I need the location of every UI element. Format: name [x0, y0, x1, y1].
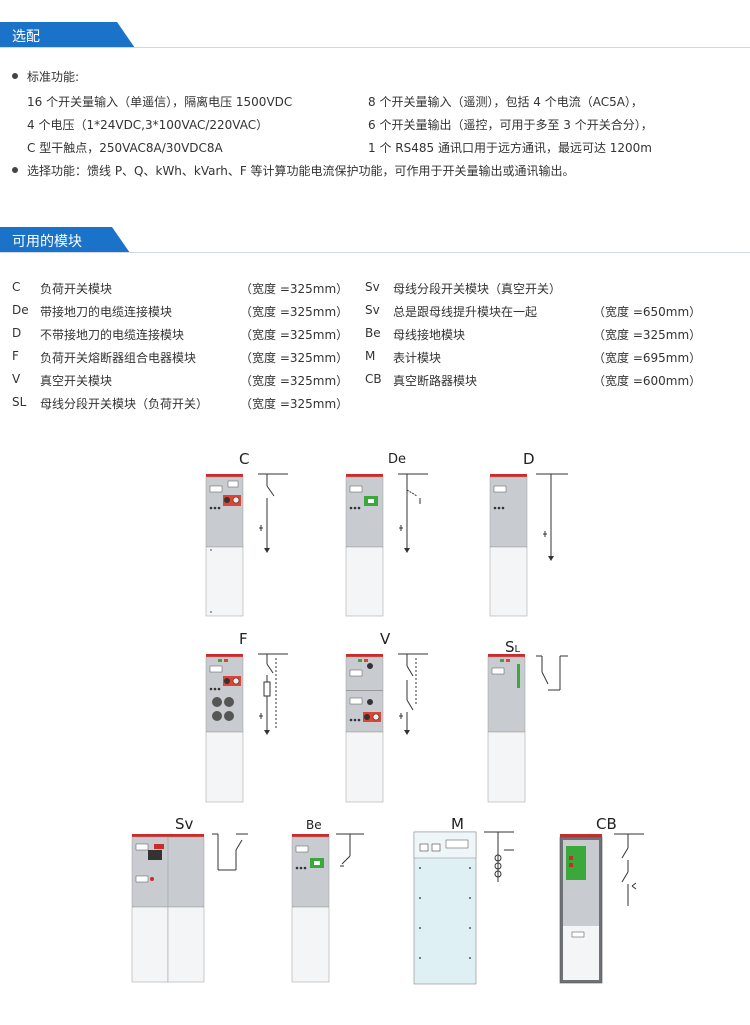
options-title: 选配 — [12, 29, 40, 45]
module-code: F — [12, 349, 19, 363]
module-width: （宽度 =325mm） — [240, 397, 349, 411]
bullet-icon — [12, 73, 18, 79]
label-f: F — [239, 630, 248, 648]
label-d: D — [523, 450, 535, 468]
label-sl-main: S — [505, 638, 515, 656]
module-row: Be 母线接地模块 （宽度 =325mm） — [365, 326, 705, 346]
banner-divider — [0, 252, 750, 253]
optional-functions: 选择功能：馈线 P、Q、kWh、kVarh、F 等计算功能电流保护功能，可作用于… — [27, 164, 575, 178]
module-code: Sv — [365, 280, 380, 294]
module-name: 不带接地刀的电缆连接模块 — [40, 328, 185, 342]
module-width: （宽度 =600mm） — [593, 374, 702, 388]
module-name: 负荷开关熔断器组合电器模块 — [40, 351, 197, 365]
module-name: 母线接地模块 — [393, 328, 466, 342]
standard-left-2: 4 个电压（1*24VDC,3*100VAC/220VAC） — [27, 118, 269, 132]
label-be: Be — [306, 818, 322, 832]
banner-divider — [0, 47, 750, 48]
standard-left-1: 16 个开关量输入（单遥信），隔离电压 1500VDC — [27, 95, 293, 109]
label-c: C — [239, 450, 250, 468]
module-name: 负荷开关模块 — [40, 282, 113, 296]
module-row: C 负荷开关模块 （宽度 =325mm） — [12, 280, 352, 300]
module-row: Sv 母线分段开关模块（真空开关） — [365, 280, 705, 300]
module-width: （宽度 =650mm） — [593, 305, 702, 319]
module-code: Sv — [365, 303, 380, 317]
panel-c — [205, 473, 288, 617]
module-name: 母线分段开关模块（真空开关） — [393, 282, 562, 296]
options-banner: 选配 — [0, 22, 750, 48]
label-sl-sub: L — [514, 644, 521, 655]
module-row: F 负荷开关熔断器组合电器模块 （宽度 =325mm） — [12, 349, 352, 369]
bullet-icon — [12, 167, 18, 173]
standard-right-1: 8 个开关量输入（遥测），包括 4 个电流（AC5A）， — [368, 95, 643, 109]
module-width: （宽度 =325mm） — [240, 282, 349, 296]
label-sl: SL — [505, 638, 520, 656]
modules-title: 可用的模块 — [12, 234, 82, 250]
panel-sl — [487, 654, 568, 803]
module-row: V 真空开关模块 （宽度 =325mm） — [12, 372, 352, 392]
module-name: 带接地刀的电缆连接模块 — [40, 305, 173, 319]
panel-d — [489, 473, 568, 617]
module-code: CB — [365, 372, 382, 386]
panel-sv — [131, 833, 248, 983]
label-de: De — [388, 452, 407, 467]
module-row: SL 母线分段开关模块（负荷开关） （宽度 =325mm） — [12, 395, 352, 415]
standard-right-2: 6 个开关量输出（遥控，可用于多至 3 个开关合分）， — [368, 118, 653, 132]
options-banner-bar: 选配 — [0, 22, 135, 48]
module-name: 表计模块 — [393, 351, 442, 365]
panel-v — [345, 653, 428, 803]
module-width: （宽度 =325mm） — [240, 305, 349, 319]
module-width: （宽度 =325mm） — [593, 328, 702, 342]
module-row: D 不带接地刀的电缆连接模块 （宽度 =325mm） — [12, 326, 352, 346]
module-row: M 表计模块 （宽度 =695mm） — [365, 349, 705, 369]
module-code: De — [12, 303, 29, 317]
module-code: Be — [365, 326, 381, 340]
module-name: 真空断路器模块 — [393, 374, 478, 388]
modules-banner-bar: 可用的模块 — [0, 227, 130, 253]
module-name: 母线分段开关模块（负荷开关） — [40, 397, 209, 411]
module-width: （宽度 =325mm） — [240, 374, 349, 388]
module-row: De 带接地刀的电缆连接模块 （宽度 =325mm） — [12, 303, 352, 323]
module-code: M — [365, 349, 376, 363]
panel-de — [345, 473, 428, 617]
standard-title: 标准功能: — [27, 70, 80, 84]
module-row: Sv 总是跟母线提升模块在一起 （宽度 =650mm） — [365, 303, 705, 323]
modules-banner: 可用的模块 — [0, 227, 750, 253]
label-cb: CB — [596, 815, 617, 833]
module-width: （宽度 =695mm） — [593, 351, 702, 365]
module-row: CB 真空断路器模块 （宽度 =600mm） — [365, 372, 705, 392]
module-code: V — [12, 372, 21, 386]
module-name: 真空开关模块 — [40, 374, 113, 388]
standard-right-3: 1 个 RS485 通讯口用于远方通讯，最远可达 1200m — [368, 141, 652, 155]
module-width: （宽度 =325mm） — [240, 351, 349, 365]
module-name: 总是跟母线提升模块在一起 — [393, 305, 538, 319]
standard-left-3: C 型干触点，250VAC8A/30VDC8A — [27, 141, 223, 155]
panel-be — [291, 833, 364, 983]
panel-f — [205, 653, 288, 803]
panel-cb — [559, 833, 644, 984]
module-code: SL — [12, 395, 27, 409]
panel-m — [413, 831, 514, 985]
label-v: V — [380, 630, 391, 648]
label-m: M — [451, 815, 464, 833]
module-width: （宽度 =325mm） — [240, 328, 349, 342]
label-sv: Sv — [175, 815, 194, 833]
module-code: C — [12, 280, 21, 294]
module-code: D — [12, 326, 22, 340]
